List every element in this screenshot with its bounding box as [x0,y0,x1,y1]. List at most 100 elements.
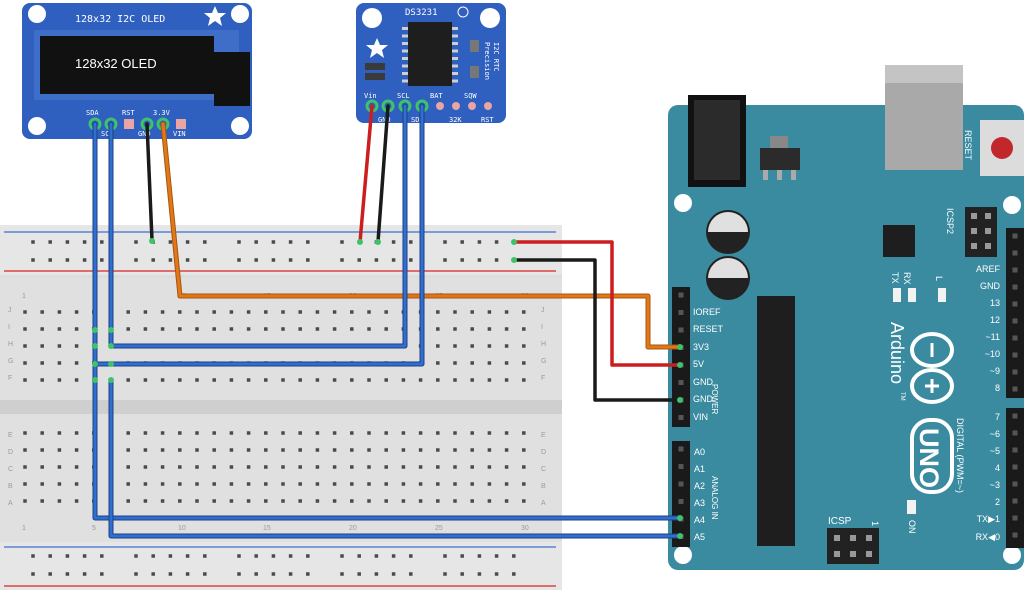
breadboard-hole [470,431,474,435]
breadboard-hole [315,310,320,314]
chip-leg [402,72,408,75]
breadboard-hole [229,431,234,435]
breadboard-hole [504,344,509,348]
breadboard-hole [487,499,492,503]
rail-hole [271,258,276,262]
rail-hole [31,258,35,262]
oled-screen [40,36,214,94]
wire-rtc-sda [93,104,424,366]
breadboard-hole [436,310,440,314]
breadboard-hole [332,310,337,314]
rail-hole [357,258,361,262]
rail-hole [237,258,241,262]
chip-leg [402,42,408,45]
pin-label-5v: 5V [693,359,704,369]
breadboard-hole [178,499,182,503]
header-pin-hole [1012,250,1018,256]
breadboard-hole [229,310,234,314]
wire-a5-scl [109,378,682,538]
breadboard-hole [384,327,388,331]
arduino-uno: RESET ICSP2 TX RX L Arduino TM UNO DIGIT… [668,65,1024,570]
rail-hole [443,258,447,262]
breadboard-hole [298,448,302,452]
on-led [907,500,916,514]
rail-hole [477,572,482,576]
breadboard-hole [453,448,457,452]
rail-hole [254,554,258,558]
breadboard-hole [178,465,182,469]
rtc-side-text-1: Precision [483,42,491,80]
l-led [938,288,946,302]
breadboard-hole [315,465,320,469]
wire-a4-sda [93,378,682,520]
chip-leg [452,64,458,68]
breadboard-hole [126,499,130,503]
icsp-pin1-label: 1 [870,521,880,526]
star-icon [204,6,226,26]
icsp2-header [965,207,997,257]
wire-rtc-vin [358,104,374,244]
breadboard-hole [178,378,182,382]
col-num-10-bottom: 10 [178,525,186,532]
oled-pad-rst [124,119,134,129]
header-pin-hole [678,464,684,469]
breadboard-hole [298,310,302,314]
rail-hole [82,572,87,576]
breadboard-hole [264,327,268,331]
breadboard-hole [436,482,440,486]
arduino-logo [910,332,954,404]
breadboard-hole [367,310,371,314]
breadboard-hole [126,378,130,382]
rail-hole [391,554,396,558]
breadboard-hole [40,465,44,469]
breadboard-hole [74,499,79,503]
icsp2-label: ICSP2 [945,208,955,234]
rail-hole [203,258,207,262]
breadboard-hole [40,448,44,452]
breadboard-hole [212,465,216,469]
breadboard-hole [23,482,27,486]
breadboard-hole [470,378,474,382]
smd-component [365,73,385,80]
row-letter-f-right: F [541,375,545,382]
rail-hole [391,258,396,262]
rail-hole [134,258,138,262]
analog-pin-labels: A0 A1 A2 A3 A4 A5 [694,447,705,542]
breadboard-hole [264,499,268,503]
mounting-hole [1003,196,1021,214]
rtc-pin-gnd: GND [378,116,391,124]
rail-hole [477,258,482,262]
breadboard-hole [367,465,371,469]
tx-led [893,288,901,302]
rail-hole [409,572,413,576]
analog-header-label: ANALOG IN [710,476,719,520]
rail-hole [409,258,413,262]
mounting-hole [480,8,500,28]
rail-hole [306,572,310,576]
breadboard-hole [350,310,354,314]
breadboard-hole [246,378,251,382]
rtc-chip [408,22,452,86]
center-channel [0,400,562,414]
header-pin-hole [1012,481,1018,487]
breadboard-hole [453,378,457,382]
breadboard-hole [332,378,337,382]
breadboard-hole [229,482,234,486]
breadboard-hole [470,327,474,331]
breadboard-hole [470,344,474,348]
breadboard-hole [74,448,79,452]
breadboard-hole [143,378,148,382]
rail-hole [357,554,361,558]
breadboard-hole [178,482,182,486]
breadboard-hole [418,448,423,452]
rail-hole [65,572,70,576]
icsp-pins [834,535,872,557]
breadboard-hole [57,482,62,486]
digital-header-lower [1006,408,1024,548]
breadboard-hole [315,499,320,503]
breadboard-hole [315,431,320,435]
breadboard-hole [350,327,354,331]
reset-button-cap[interactable] [991,137,1013,159]
rail-hole [512,554,516,558]
rtc-pad-bat [436,102,444,110]
